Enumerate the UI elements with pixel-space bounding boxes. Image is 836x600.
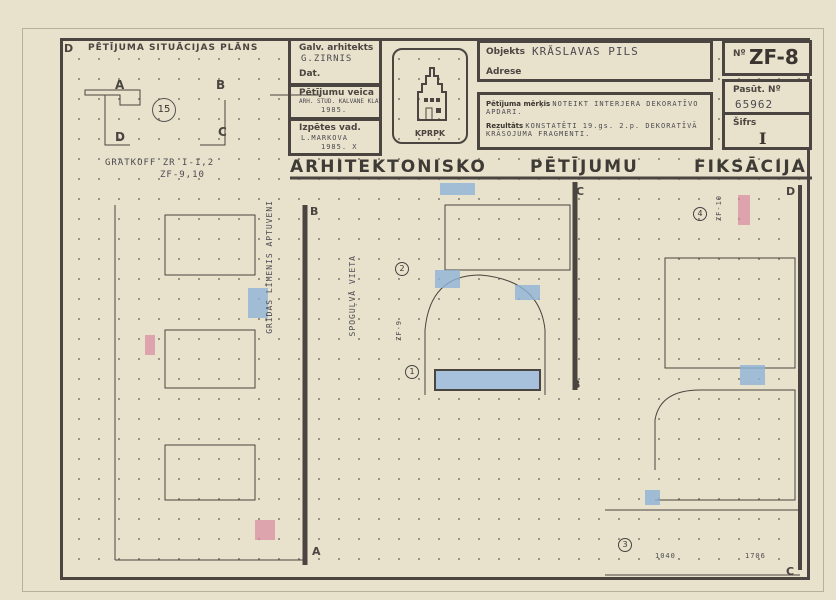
result-value: KONSTATĒTI 19.gs. 2.p. DEKORATĪVĀ KRĀSOJ… — [486, 122, 698, 138]
banner-word-2: PĒTĪJUMU — [530, 157, 639, 177]
cipher-label: Šifrs — [733, 118, 757, 128]
goal-value: NOTEIKT INTERJERA DEKORATĪVO APDARI. — [486, 100, 699, 116]
dimension-1706: 1706 — [745, 552, 766, 560]
plan-title: PĒTĪJUMA SITUĀCIJAS PLĀNS — [88, 43, 259, 53]
order-label: Pasūt. Nº — [733, 85, 781, 95]
supervisor-box: Izpētes vad. L.MARKOVA 1985. X — [288, 118, 382, 156]
floor-level-note: GRĪDAS LĪMENIS APTUVENI — [265, 200, 274, 334]
plan-note-2: ZF-9,10 — [160, 170, 205, 180]
zf10-reference: ZF-10 — [715, 195, 723, 222]
chief-label: Galv. arhitekts — [299, 43, 374, 53]
goal-row: Pētījuma mērķis NOTEIKT INTERJERA DEKORA… — [486, 100, 706, 116]
marker-a: A — [115, 78, 125, 92]
fragment-marker-3: 3 — [618, 538, 632, 552]
supervisor-date: 1985. X — [321, 143, 358, 151]
plan-corner-letter: D — [64, 42, 74, 55]
order-box: Pasūt. Nº 65962 — [722, 79, 812, 115]
marker-d: D — [115, 130, 125, 144]
cipher-box: Šifrs I — [722, 112, 812, 150]
goal-label: Pētījuma mērķis — [486, 100, 551, 108]
castle-icon — [417, 67, 447, 121]
mirror-note: SPOGUĻVĀ VIETA — [348, 255, 357, 337]
research-label: Pētījumu veica — [299, 88, 374, 98]
kprpk-logo: KPRPK — [392, 48, 468, 144]
address-label: Adrese — [486, 67, 522, 77]
section-b-bottom: B — [572, 378, 581, 391]
research-value: ARH. STUD. KALVĀNE KLAVA-KLAVINA — [299, 98, 379, 105]
object-label: Objekts — [486, 47, 525, 57]
result-label: Rezultāts — [486, 122, 524, 130]
number-box: Nº ZF-8 — [722, 40, 812, 76]
object-box: Objekts KRĀSLAVAS PILS Adrese — [477, 40, 713, 82]
research-date: 1985. — [321, 106, 348, 114]
plan-note-1: GRATKOFF ZR I-1,2 — [105, 158, 215, 168]
banner-word-1: ARHITEKTONISKO — [290, 157, 487, 177]
number-label: Nº — [733, 49, 746, 59]
supervisor-label: Izpētes vad. — [299, 123, 361, 133]
marker-c: C — [218, 125, 227, 139]
chief-value: G.ZIRNIS — [301, 54, 353, 64]
order-value: 65962 — [735, 98, 774, 111]
number-value: ZF-8 — [749, 45, 799, 69]
result-row: Rezultāts KONSTATĒTI 19.gs. 2.p. DEKORAT… — [486, 122, 706, 138]
fragment-marker-2: 2 — [395, 262, 409, 276]
purpose-box: Pētījuma mērķis NOTEIKT INTERJERA DEKORA… — [477, 92, 713, 150]
fragment-marker-4: 4 — [693, 207, 707, 221]
section-a: A — [312, 545, 321, 558]
section-d: D — [786, 185, 796, 198]
section-c-bottom: C — [786, 565, 795, 578]
cipher-value: I — [759, 129, 767, 148]
chief-date-label: Dat. — [299, 69, 321, 79]
dimension-1040: 1040 — [655, 552, 676, 560]
logo-text: KPRPK — [414, 129, 446, 138]
object-value: KRĀSLAVAS PILS — [532, 45, 639, 58]
sheet-border — [22, 28, 824, 592]
section-c-top: C — [576, 185, 585, 198]
supervisor-value: L.MARKOVA — [301, 134, 348, 142]
marker-b: B — [216, 78, 226, 92]
fragment-marker-1: 1 — [405, 365, 419, 379]
research-box: Pētījumu veica ARH. STUD. KALVĀNE KLAVA-… — [288, 84, 382, 120]
zf9-reference: ZF-9 — [395, 320, 403, 341]
section-b-top: B — [310, 205, 319, 218]
banner-word-3: FIKSĀCIJA — [694, 157, 807, 177]
plan-number: 15 — [152, 98, 176, 122]
